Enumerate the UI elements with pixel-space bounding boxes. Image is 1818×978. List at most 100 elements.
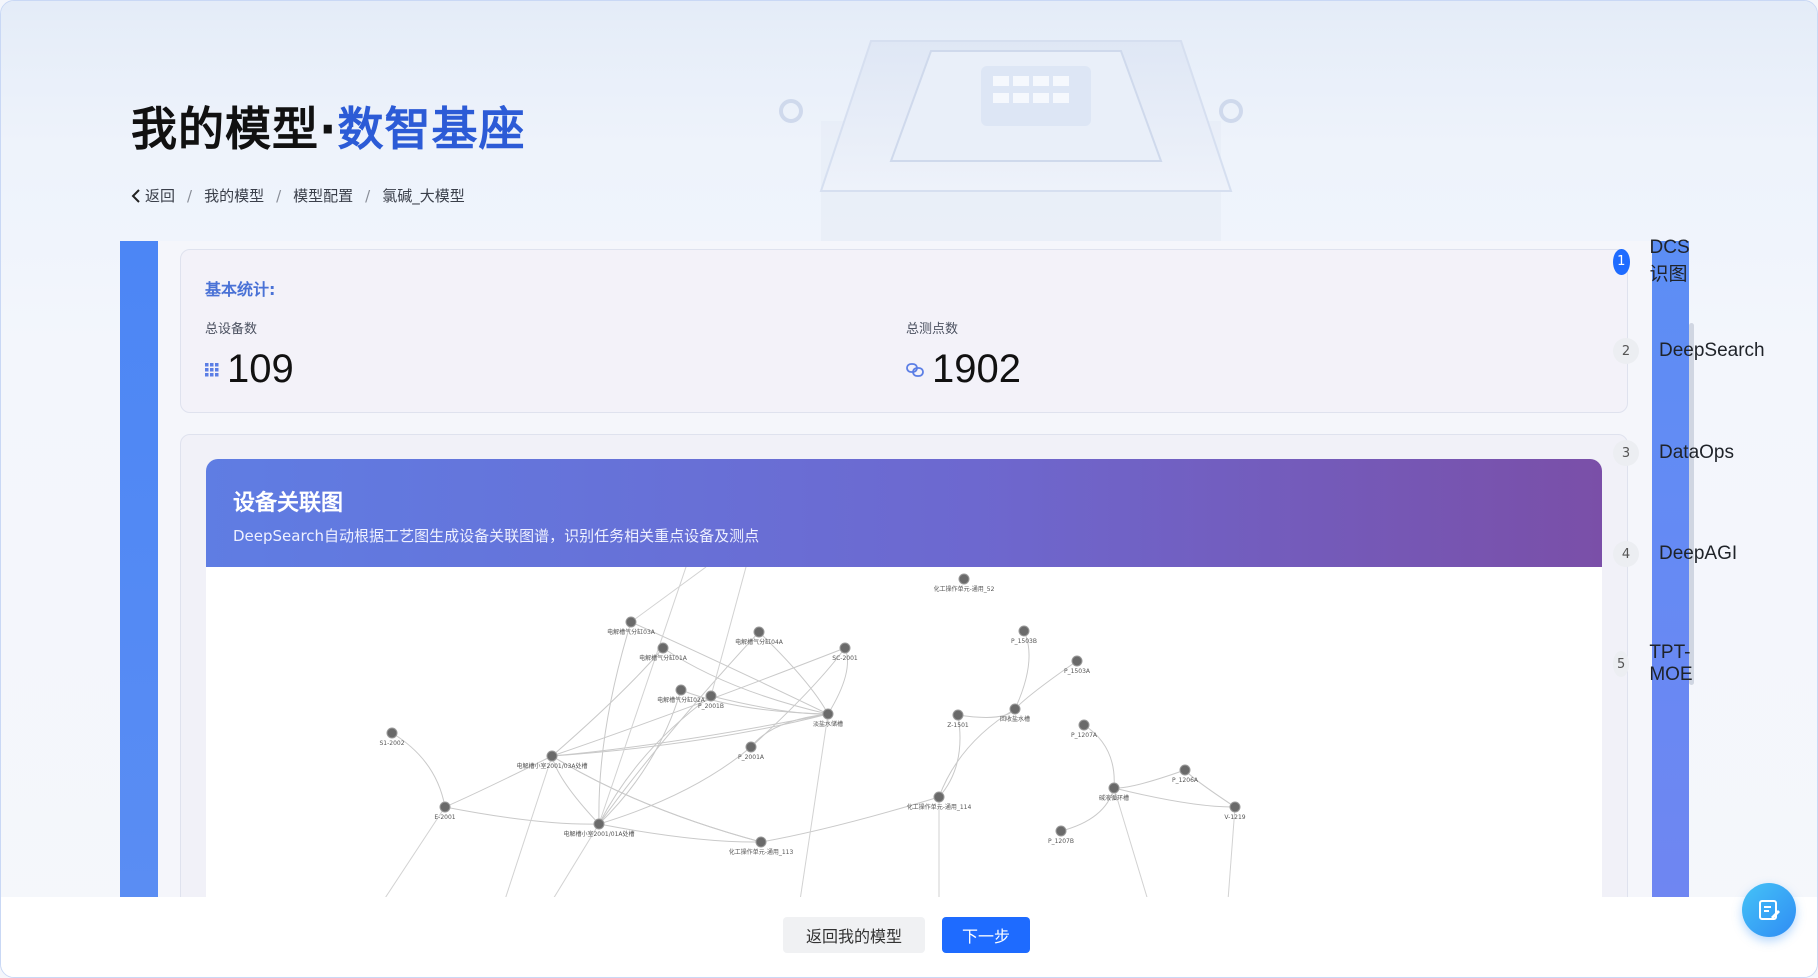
graph-node-label: 电解槽气分缸02A [657,696,706,704]
graph-node-label: 电解槽气分缸03A [607,628,656,636]
graph-edge [598,746,752,825]
graph-edge [551,755,762,843]
graph-node[interactable] [755,836,767,848]
step-tpt-moe[interactable]: 5 TPT-MOE [1613,642,1702,686]
scrollbar[interactable] [1689,323,1694,685]
graph-edge [760,796,940,843]
breadcrumb-my-models[interactable]: 我的模型 [204,187,265,205]
stats-title: 基本统计: [205,280,276,299]
graph-edge [553,823,600,897]
graph-edge [391,732,446,808]
graph-node[interactable] [386,727,398,739]
back-link[interactable]: 返回 [131,185,175,206]
graph-edge [938,714,961,798]
graph-node[interactable] [753,626,765,638]
graph-node-label: P_1503A [1064,668,1091,675]
graph-edge [385,806,446,897]
back-to-my-models-button[interactable]: 返回我的模型 [783,917,925,953]
left-accent-bar [120,241,158,897]
device-count-stat: 总设备数 109 [205,318,294,392]
point-count-value: 1902 [932,347,1021,391]
chevron-left-icon [131,188,140,203]
graph-edge [444,806,600,825]
step-deepsearch[interactable]: 2 DeepSearch [1613,338,1765,364]
graph-node-label: P_1207A [1071,732,1098,739]
step-number: 4 [1613,541,1639,567]
edit-fab-button[interactable] [1742,883,1796,937]
graph-edge [758,631,829,715]
graph-edge [1184,769,1236,808]
step-number: 2 [1613,338,1639,364]
graph-edge [598,621,632,825]
step-dataops[interactable]: 3 DataOps [1613,440,1734,466]
graph-edge [630,567,707,623]
graph-edge [551,647,846,757]
graph-node[interactable] [952,709,964,721]
graph-node[interactable] [705,690,717,702]
point-count-stat: 总测点数 1902 [906,318,1021,392]
graph-node[interactable] [822,708,834,720]
graph-node[interactable] [933,791,945,803]
graph-edge [1060,787,1115,832]
graph-node[interactable] [1055,825,1067,837]
graph-node[interactable] [1018,625,1030,637]
graph-node-label: 化工操作单元-通用_113 [729,848,794,856]
breadcrumb: 返回 / 我的模型 / 模型配置 / 氯碱_大模型 [131,185,465,206]
graph-node[interactable] [1009,703,1021,715]
graph-edge [1014,630,1030,710]
point-count-label: 总测点数 [906,322,959,337]
graph-edge [710,695,829,715]
graph-node[interactable] [1071,655,1083,667]
graph-node-label: P_1503B [1011,638,1037,645]
step-number: 1 [1613,248,1630,275]
graph-edge [505,755,553,897]
step-number: 3 [1613,440,1639,466]
chip-illustration [779,40,1243,241]
graph-node-label: P_2001B [698,703,724,710]
graph-node-label: 电解槽小室2001/01A处槽 [563,830,634,838]
step-dcs[interactable]: 1 DCS识图 [1613,237,1699,286]
graph-node[interactable] [958,573,970,585]
graph-node[interactable] [1108,782,1120,794]
step-label: TPT-MOE [1649,642,1693,685]
link-icon [906,362,924,377]
graph-edge [444,755,553,808]
graph-edge [750,647,846,748]
graph-node[interactable] [439,801,451,813]
graph-node-label: E-2001 [434,814,455,821]
breadcrumb-model-config[interactable]: 模型配置 [293,187,354,205]
back-link-label: 返回 [145,187,176,205]
graph-node[interactable] [1078,719,1090,731]
graph-edge [1083,724,1115,789]
breadcrumb-separator: / [276,186,282,205]
breadcrumb-separator: / [365,186,371,205]
graph-node[interactable] [1229,801,1241,813]
step-label: DataOps [1659,442,1734,463]
graph-node[interactable] [593,818,605,830]
graph-node[interactable] [1179,764,1191,776]
breadcrumb-current: 氯碱_大模型 [382,187,465,205]
graph-node[interactable] [839,642,851,654]
next-step-button[interactable]: 下一步 [942,917,1030,953]
graph-node[interactable] [657,642,669,654]
page-title-part1: 我的模型· [131,102,338,156]
graph-node[interactable] [625,616,637,628]
graph-node[interactable] [546,750,558,762]
grid-icon [205,362,219,376]
graph-node-label: 碱液循环槽 [1099,794,1129,802]
page-title: 我的模型·数智基座 [131,93,525,159]
breadcrumb-separator: / [187,186,193,205]
step-label: DCS识图 [1649,237,1690,285]
graph-node-label: 电解槽小室2001/03A处槽 [516,762,587,770]
step-number: 5 [1613,651,1630,677]
graph-node[interactable] [745,741,757,753]
graph-node[interactable] [675,684,687,696]
page-title-part2: 数智基座 [337,102,526,156]
step-deepagi[interactable]: 4 DeepAGI [1613,541,1737,567]
graph-edge [551,713,829,757]
graph-edge [598,631,760,825]
graph-header: 设备关联图 DeepSearch自动根据工艺图生成设备关联图谱，识别任务相关重点… [206,459,1602,567]
